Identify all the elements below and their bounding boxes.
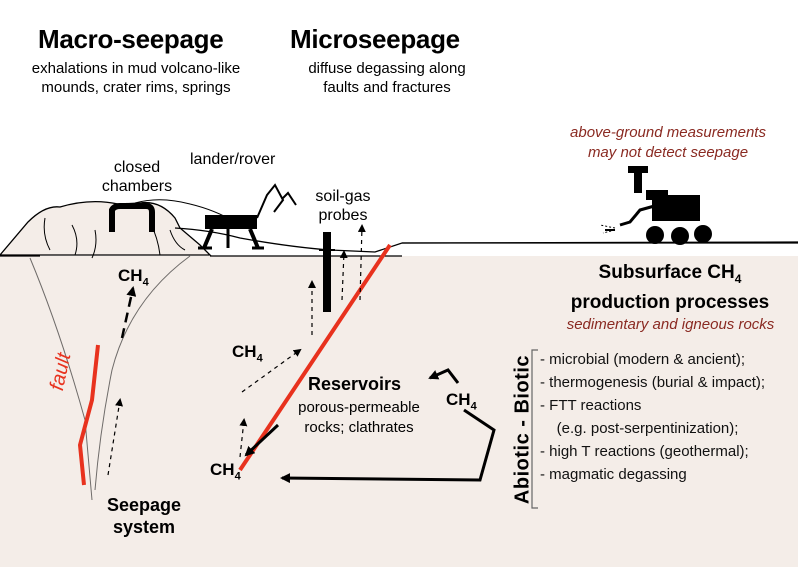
closed-chamber: [109, 203, 155, 232]
ch4-label-source: CH4: [446, 390, 477, 413]
subsurface-title-line-1: Subsurface CH4: [598, 262, 742, 286]
soil-gas-label: soil-gas probes: [298, 187, 388, 225]
seepage-line-2: system: [112, 517, 176, 537]
above-line-1: above-ground measurements: [570, 124, 766, 141]
subsurface-title-line-2: production processes: [570, 291, 770, 313]
seepage-system-label: Seepage system: [104, 494, 184, 538]
ch4-up-arrow: [239, 418, 248, 458]
closed-line-2: chambers: [101, 178, 173, 195]
closed-chambers-label: closed chambers: [97, 158, 177, 196]
mound-crevices: [43, 217, 186, 259]
macro-seep-arrow: [120, 286, 137, 339]
reservoir-to-seepage-arrow: [244, 423, 280, 457]
rover-graphic: [599, 166, 712, 245]
reservoirs-description: porous-permeable rocks; clathrates: [284, 398, 434, 438]
macro-description: exhalations in mud volcano-like mounds, …: [2, 59, 270, 97]
above-ground-note: above-ground measurements may not detect…: [548, 123, 788, 163]
process-bracket: [531, 349, 538, 509]
soil-line-1: soil-gas: [315, 188, 371, 205]
seepage-line-1: Seepage: [106, 495, 182, 515]
macro-title: Macro-seepage: [38, 24, 224, 54]
soil-line-2: probes: [318, 207, 368, 224]
probe-arrow-2: [339, 250, 348, 301]
res-line-2: rocks; clathrates: [304, 419, 414, 436]
above-line-2: may not detect seepage: [587, 144, 749, 161]
micro-line-2: faults and fractures: [323, 79, 451, 96]
ground-subsurface: [0, 256, 798, 567]
lander-label: lander/rover: [190, 151, 276, 168]
ch4-to-seepage-arrow: [280, 408, 496, 484]
res-line-1: porous-permeable: [298, 399, 420, 416]
seepage-funnel: [29, 255, 191, 501]
abiotic-biotic-axis: Abiotic - Biotic: [511, 354, 534, 505]
rocks-note: sedimentary and igneous rocks: [566, 316, 775, 333]
ch4-label-seepage: CH4: [210, 460, 241, 483]
ch4-to-reservoir-arrow: [428, 368, 460, 384]
fault-line-right: [238, 243, 392, 472]
closed-line-1: closed: [113, 159, 161, 176]
process-item: (e.g. post-serpentinization);: [540, 420, 739, 437]
ch4-fault-arrow: [241, 348, 302, 393]
micro-title: Microseepage: [290, 24, 460, 54]
process-item: - magmatic degassing: [540, 466, 687, 483]
macro-line-2: mounds, crater rims, springs: [41, 79, 231, 96]
subsurface-title: Subsurface CH4 production processes: [558, 261, 782, 315]
macro-line-1: exhalations in mud volcano-like: [31, 60, 241, 77]
process-item: - high T reactions (geothermal);: [540, 443, 749, 460]
micro-line-1: diffuse degassing along: [308, 60, 466, 77]
process-item: - FTT reactions: [540, 397, 642, 414]
fault-line-left: [77, 344, 100, 486]
reservoirs-title: Reservoirs: [308, 374, 402, 394]
lander-graphic: [198, 183, 297, 250]
process-item: - microbial (modern & ancient);: [540, 351, 746, 368]
process-item: - thermogenesis (burial & impact);: [540, 374, 766, 391]
soil-gas-probe: [323, 232, 331, 312]
ch4-label-macro: CH4: [118, 266, 149, 289]
ch4-label-fault: CH4: [232, 342, 263, 365]
process-list: - microbial (modern & ancient); - thermo…: [540, 348, 765, 486]
micro-description: diffuse degassing along faults and fract…: [282, 59, 492, 97]
